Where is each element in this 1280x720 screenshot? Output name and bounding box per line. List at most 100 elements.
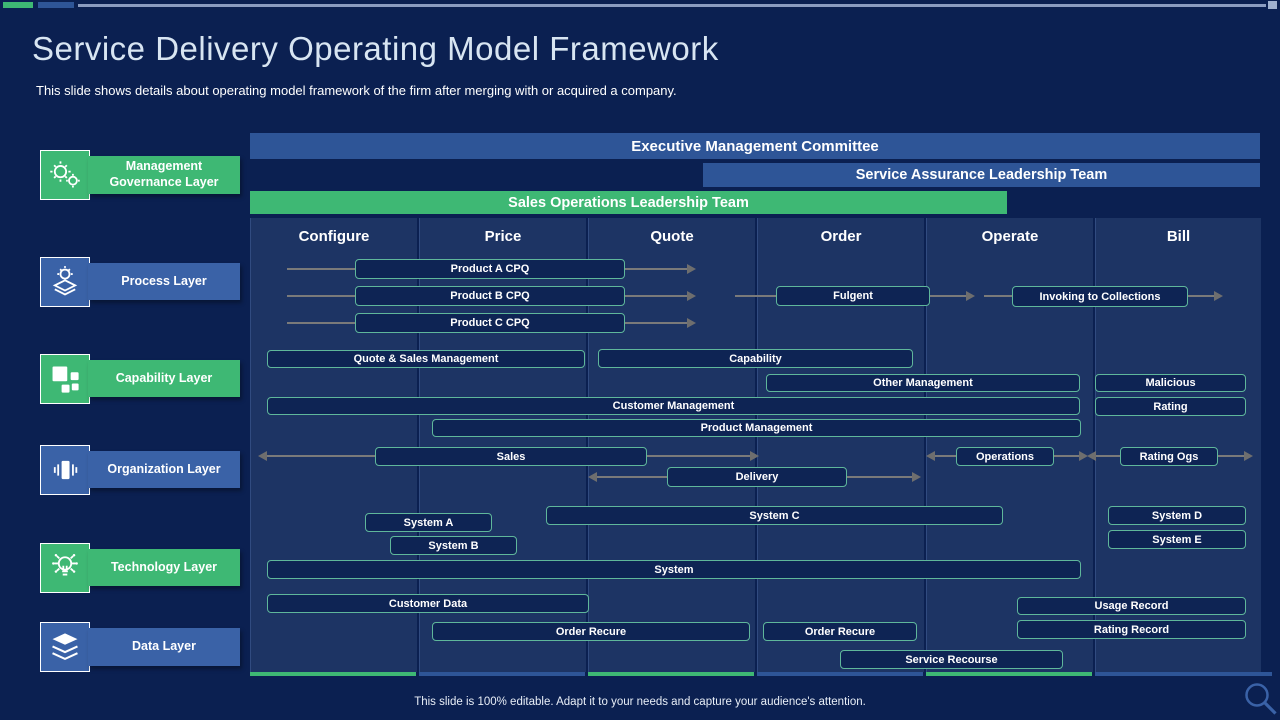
- flow-arrow: [287, 268, 355, 270]
- data-icon-tile: [40, 622, 90, 672]
- sidebar-item-label: Process Layer: [121, 273, 207, 288]
- diagram-box-fulgent: Fulgent: [776, 286, 930, 306]
- flow-arrow: [847, 476, 912, 478]
- top-accent-end-block: [1268, 1, 1277, 9]
- diagram-box-quote-sales-management: Quote & Sales Management: [267, 350, 585, 368]
- sidebar-item-process-layer: Process Layer: [88, 263, 240, 300]
- sidebar-item-label: Capability Layer: [115, 370, 213, 385]
- diagram-box-order-recure-1: Order Recure: [432, 622, 750, 641]
- technology-icon-tile: [40, 543, 90, 593]
- technology-icon: [52, 554, 78, 576]
- column-operate: Operate: [926, 218, 1093, 672]
- diagram-box-product-management: Product Management: [432, 419, 1081, 437]
- capability-icon: [52, 366, 79, 393]
- flow-arrowhead: [687, 318, 696, 328]
- diagram-box-product-a-cpq: Product A CPQ: [355, 259, 625, 279]
- flow-arrowhead: [1214, 291, 1223, 301]
- flow-arrowhead: [588, 472, 597, 482]
- diagram-box-product-b-cpq: Product B CPQ: [355, 286, 625, 306]
- diagram-box-rating-record: Rating Record: [1017, 620, 1246, 639]
- diagram-box-product-c-cpq: Product C CPQ: [355, 313, 625, 333]
- flow-arrow: [625, 295, 687, 297]
- column-header: Configure: [298, 228, 370, 245]
- column-header: Price: [484, 228, 522, 245]
- column-underline: [588, 672, 754, 676]
- diagram-box-other-management: Other Management: [766, 374, 1080, 392]
- service-assurance-leadership-bar: Service Assurance Leadership Team: [703, 163, 1260, 187]
- sidebar-item-organization-layer: Organization Layer: [88, 451, 240, 488]
- diagram-box-order-recure-2: Order Recure: [763, 622, 917, 641]
- flow-arrow: [930, 295, 966, 297]
- footer-note: This slide is 100% editable. Adapt it to…: [414, 696, 866, 708]
- flow-arrowhead: [687, 264, 696, 274]
- column-underline: [419, 672, 585, 676]
- column-header: Operate: [981, 228, 1039, 245]
- management-governance-icon-tile: [40, 150, 90, 200]
- sidebar-item-capability-layer: Capability Layer: [88, 360, 240, 397]
- flow-arrowhead: [687, 291, 696, 301]
- flow-arrow: [287, 295, 355, 297]
- capability-icon-tile: [40, 354, 90, 404]
- diagram-box-rating: Rating: [1095, 397, 1246, 416]
- flow-arrow: [625, 322, 687, 324]
- diagram-box-invoking-to-collections: Invoking to Collections: [1012, 286, 1188, 307]
- flow-arrow: [267, 455, 375, 457]
- diagram-box-system-e: System E: [1108, 530, 1246, 549]
- top-accent-green-bar: [3, 2, 33, 8]
- diagram-box-system: System: [267, 560, 1081, 579]
- top-accent-line: [78, 4, 1266, 7]
- flow-arrow: [1096, 455, 1120, 457]
- page-subtitle: This slide shows details about operating…: [36, 83, 677, 98]
- flow-arrow: [287, 322, 355, 324]
- sales-operations-leadership-bar: Sales Operations Leadership Team: [250, 191, 1007, 214]
- diagram-box-malicious: Malicious: [1095, 374, 1246, 392]
- flow-arrow: [647, 455, 750, 457]
- diagram-box-system-a: System A: [365, 513, 492, 532]
- executive-management-committee-bar: Executive Management Committee: [250, 133, 1260, 159]
- diagram-box-delivery: Delivery: [667, 467, 847, 487]
- sidebar-item-label: Organization Layer: [107, 461, 221, 476]
- flow-arrowhead: [258, 451, 267, 461]
- sidebar-item-label: Management Governance Layer: [109, 159, 219, 189]
- process-icon: [52, 266, 78, 296]
- flow-arrowhead: [912, 472, 921, 482]
- sidebar-item-management-governance-layer: Management Governance Layer: [88, 156, 240, 194]
- diagram-box-system-b: System B: [390, 536, 517, 555]
- column-underline: [250, 672, 416, 676]
- flow-arrowhead: [926, 451, 935, 461]
- flow-arrow: [1218, 455, 1244, 457]
- organization-icon-tile: [40, 445, 90, 495]
- diagram-box-usage-record: Usage Record: [1017, 597, 1246, 615]
- flow-arrow: [625, 268, 687, 270]
- diagram-box-system-c: System C: [546, 506, 1003, 525]
- page-title: Service Delivery Operating Model Framewo…: [32, 30, 719, 67]
- sidebar-item-label: Data Layer: [132, 639, 196, 654]
- magnifier-icon: [1242, 680, 1278, 716]
- top-accent-blue-bar: [38, 2, 74, 8]
- column-underline: [757, 672, 923, 676]
- flow-arrow: [1188, 295, 1214, 297]
- flow-arrowhead: [966, 291, 975, 301]
- diagram-box-service-recourse: Service Recourse: [840, 650, 1063, 669]
- organization-icon: [53, 460, 78, 480]
- column-header: Quote: [650, 228, 694, 245]
- data-icon: [52, 633, 78, 661]
- flow-arrowhead: [1087, 451, 1096, 461]
- column-header: Bill: [1166, 228, 1191, 245]
- process-icon-tile: [40, 257, 90, 307]
- column-underline: [1095, 672, 1272, 676]
- diagram-box-operations: Operations: [956, 447, 1054, 466]
- diagram-box-customer-data: Customer Data: [267, 594, 589, 613]
- flow-arrow: [984, 295, 1012, 297]
- flow-arrowhead: [1079, 451, 1088, 461]
- diagram-box-rating-ogs: Rating Ogs: [1120, 447, 1218, 466]
- diagram-box-system-d: System D: [1108, 506, 1246, 525]
- flow-arrow: [735, 295, 776, 297]
- sidebar-item-label: Technology Layer: [110, 559, 218, 574]
- diagram-box-capability: Capability: [598, 349, 913, 368]
- column-header: Order: [820, 228, 862, 245]
- flow-arrow: [935, 455, 956, 457]
- diagram-box-sales: Sales: [375, 447, 647, 466]
- flow-arrow: [1054, 455, 1079, 457]
- flow-arrow: [597, 476, 667, 478]
